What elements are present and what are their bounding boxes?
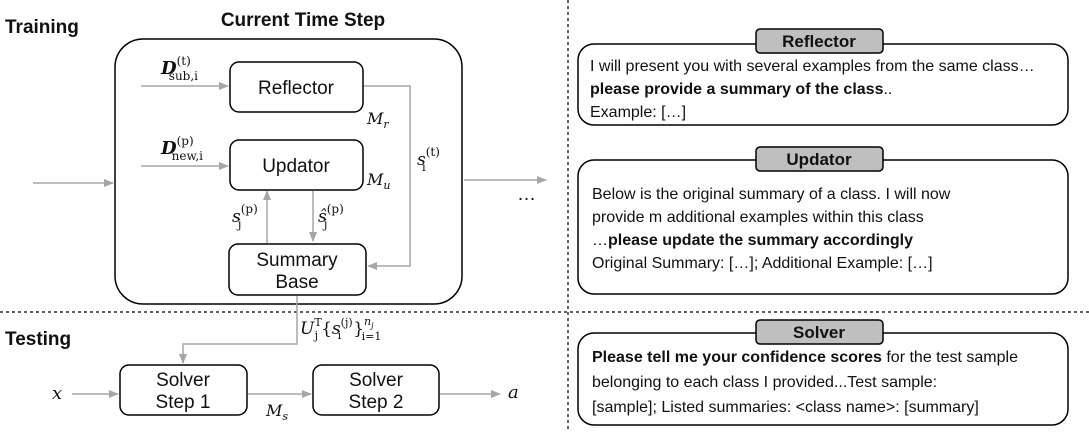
solver-step2-box: Solver Step 2 [312,364,440,416]
testing-label: Testing [5,329,71,350]
solver-step1-label-line2: Step 1 [156,392,211,413]
ellipsis-label: … [517,184,536,205]
solver-step2-label-line2: Step 2 [349,392,404,413]
s-t-label: s(t)i [417,145,440,174]
solver-prompt-title: Solver [793,323,845,342]
reflector-prompt-text: I will present you with several examples… [590,58,1035,121]
a-label: a [508,382,519,403]
solver-step1-label-line1: Solver [156,370,211,391]
training-label: Training [5,17,79,38]
m-r-label: Mr [366,109,389,131]
reflector-title-tab [755,28,884,54]
m-s-label: Ms [265,401,288,423]
d-sub-label: D(t)sub,i [160,54,198,83]
current-time-step-title: Current Time Step [221,10,385,31]
summary-base-box: Summary Base [228,243,367,296]
s-p-label: s(p)j [232,202,258,231]
updator-prompt-text: Below is the original summary of a class… [592,186,951,272]
d-new-label: D(p)new,i [160,134,203,163]
updator-prompt-title: Updator [786,150,852,169]
reflector-box: Reflector [229,61,364,113]
summary-base-label-line2: Base [275,272,318,293]
updator-title-tab [755,146,884,172]
summary-base-label-line1: Summary [256,250,338,271]
m-u-label: Mu [366,170,390,192]
s-hat-p-label: ŝ(p)j [318,202,344,231]
solver-step2-label-line1: Solver [349,370,404,391]
solver-title-tab [755,319,884,345]
reflector-prompt-title: Reflector [782,32,856,51]
summary-to-solver-arrow [179,296,298,364]
reflector-to-summary-arrow [364,85,411,270]
time-step-container [114,38,463,305]
updator-box: Updator [229,139,364,191]
solver-step1-box: Solver Step 1 [119,364,248,416]
reflector-box-label: Reflector [258,78,335,99]
updator-box-label: Updator [262,156,330,177]
solver-prompt-text: Please tell me your confidence scores fo… [592,349,1018,416]
x-label: x [52,383,62,404]
